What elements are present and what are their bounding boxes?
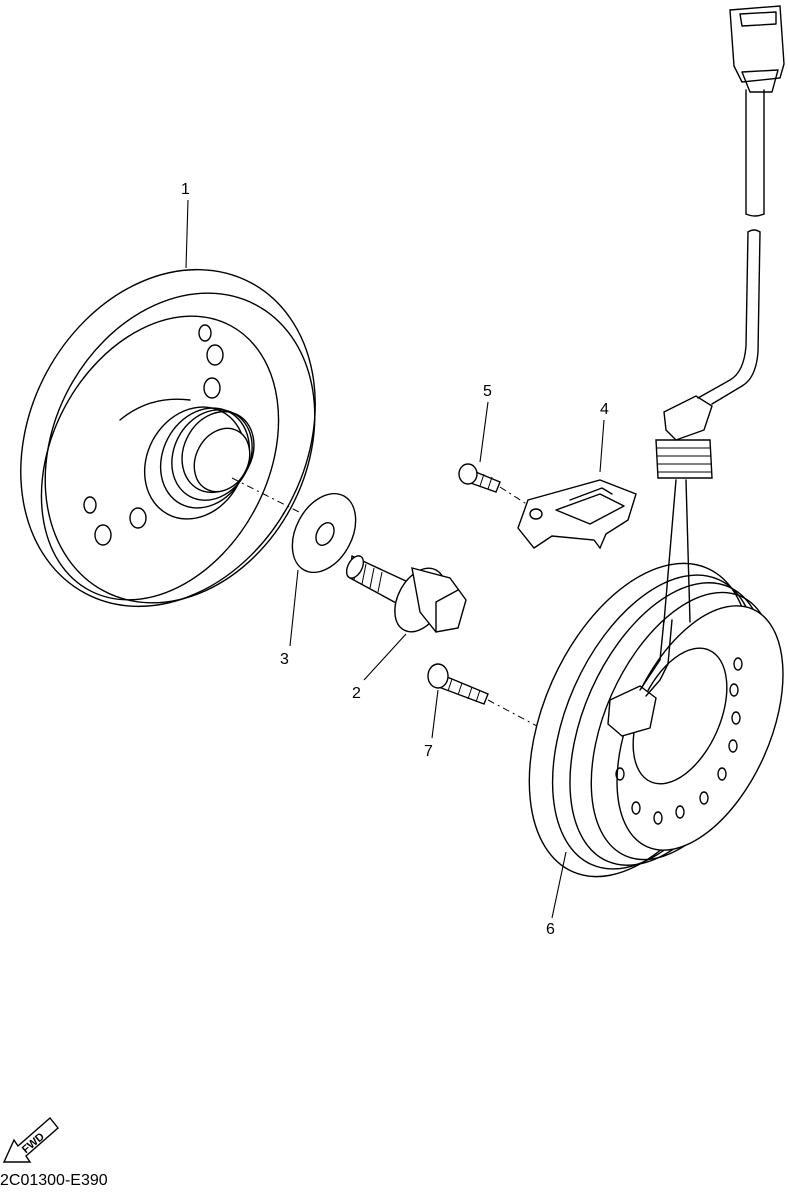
callout-number-2: 2 (352, 685, 361, 702)
callout-4: 4 (599, 401, 609, 473)
callout-number-7: 7 (424, 743, 433, 760)
washer (291, 492, 357, 574)
rotor-flywheel (20, 268, 316, 608)
callout-7: 7 (424, 689, 439, 760)
screw-clamp (458, 463, 501, 493)
stator-assembly (528, 562, 784, 878)
callout-number-4: 4 (600, 401, 609, 418)
diagram-code: 2C01300-E390 (0, 1172, 108, 1189)
callout-3: 3 (280, 569, 299, 668)
callout-number-6: 6 (546, 921, 555, 938)
callout-2: 2 (352, 633, 407, 702)
callout-number-3: 3 (280, 651, 289, 668)
callout-1: 1 (181, 181, 190, 269)
fwd-arrow-icon: FWD (2, 1116, 59, 1163)
wire-harness (655, 5, 785, 623)
callout-5: 5 (479, 383, 492, 463)
callout-number-1: 1 (181, 181, 190, 198)
flange-bolt (345, 554, 467, 633)
lead-clamp (517, 479, 637, 550)
callout-number-5: 5 (483, 383, 492, 400)
screw-stator (427, 663, 489, 705)
callout-6: 6 (546, 851, 567, 938)
